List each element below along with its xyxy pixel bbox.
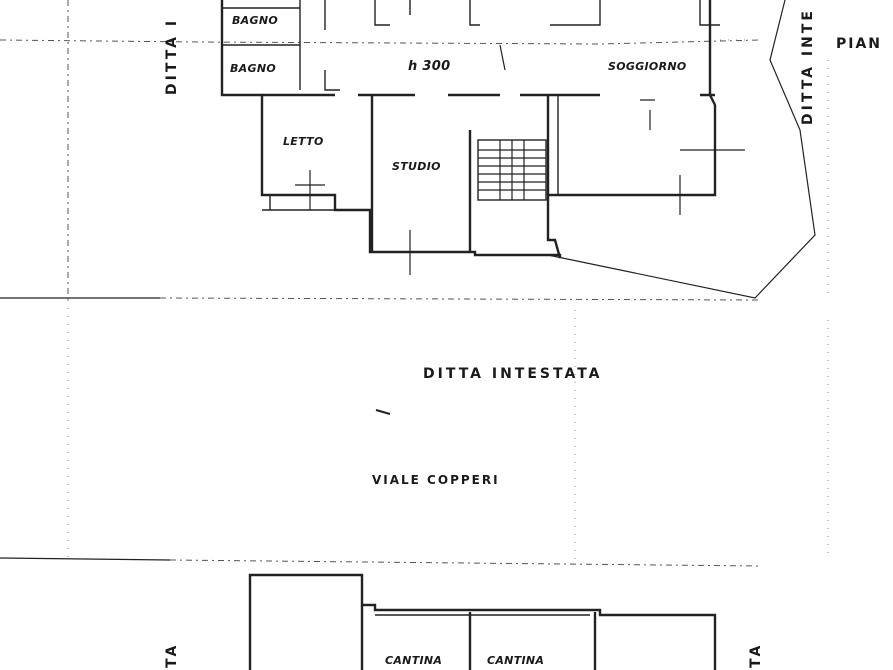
room-label-bagno-bottom: BAGNO	[230, 62, 276, 75]
street-name-label: VIALE COPPERI	[372, 473, 500, 487]
bagno-walls	[222, 0, 340, 91]
upper-outer-wall	[220, 0, 717, 259]
lower-top-line	[0, 557, 171, 561]
lower-outer-wall	[248, 573, 717, 670]
upper-top-partitions	[374, 0, 720, 26]
lower-floor-plan: CANTINA CANTINA TA TA	[0, 557, 764, 670]
room-label-studio: STUDIO	[392, 160, 441, 173]
letto-balcony	[262, 195, 335, 211]
staircase	[477, 139, 547, 201]
lower-top-dashed	[169, 559, 761, 567]
room-label-bagno-top: BAGNO	[232, 14, 278, 27]
middle-area: DITTA INTESTATA VIALE COPPERI	[67, 300, 829, 560]
upper-property-line	[0, 39, 761, 45]
upper-base-dashed	[159, 297, 761, 301]
fixture-lines	[295, 44, 745, 275]
right-corner-piano-label: PIAN	[836, 36, 882, 52]
room-label-cantina-2: CANTINA	[487, 654, 544, 667]
left-edge-ditta-label: DITTA I	[164, 18, 180, 95]
terrace-boundary	[547, 0, 816, 299]
room-label-letto: LETTO	[283, 135, 324, 148]
small-dash-mark	[375, 409, 391, 415]
cantina-walls	[360, 605, 597, 670]
lower-left-edge-label: TA	[164, 643, 180, 668]
lower-right-edge-label: TA	[748, 643, 764, 668]
upper-floor-plan: BAGNO BAGNO h 300 SOGGIORNO LETTO STUDIO…	[0, 0, 882, 301]
right-edge-ditta-label: DITTA INTE	[800, 8, 816, 125]
room-label-cantina-1: CANTINA	[385, 654, 442, 667]
room-label-hall: h 300	[408, 59, 450, 74]
room-label-soggiorno: SOGGIORNO	[608, 60, 687, 73]
ditta-intestata-label: DITTA INTESTATA	[423, 366, 603, 382]
